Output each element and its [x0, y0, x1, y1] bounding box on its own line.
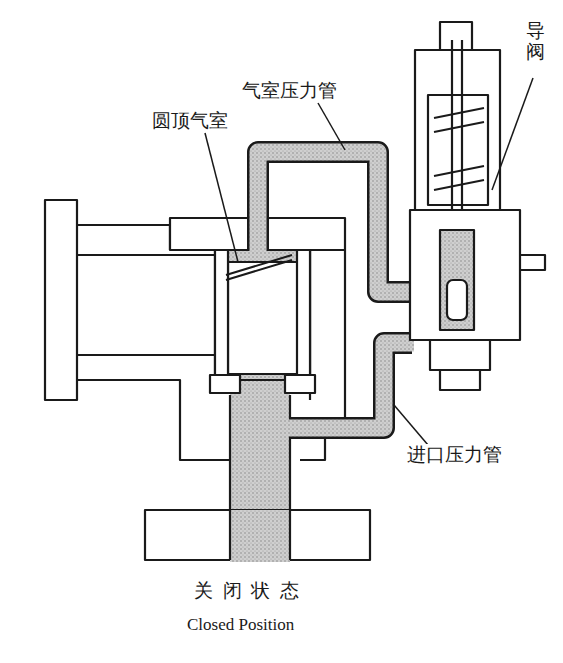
part-name: 圆顶气室: [150, 110, 230, 132]
leader-line: [394, 405, 428, 445]
part-name: 进口压力管: [405, 444, 504, 466]
part-name: 导阀: [524, 20, 547, 62]
outlet-body: [77, 225, 230, 460]
dome-chamber: [215, 250, 310, 380]
leader-line: [492, 78, 533, 190]
pilot-valve: [410, 22, 545, 390]
dome-pressure-tube: [258, 152, 412, 292]
inlet-pressure-tube: [290, 343, 412, 428]
outlet-flange: [45, 200, 77, 400]
inlet-neck: [230, 395, 290, 510]
piston: [228, 262, 298, 374]
leader-line: [318, 103, 345, 150]
caption: 关闭状态: [192, 580, 310, 602]
caption-english: Closed Position: [185, 615, 296, 635]
inlet-flow: [230, 380, 290, 510]
part-name: 气室压力管: [240, 80, 339, 102]
leader-line: [205, 133, 238, 262]
piston-spring: [226, 255, 292, 280]
